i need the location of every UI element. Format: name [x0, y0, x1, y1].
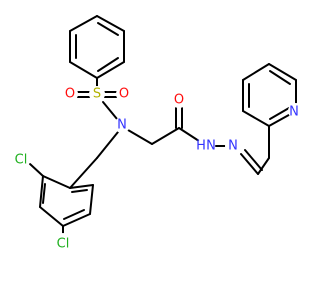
atom-labels: S O O N O H N [10, 86, 300, 253]
molecule-diagram: S O O N O H N [10, 15, 300, 253]
bond [97, 57, 119, 72]
bond [257, 157, 270, 175]
bond [69, 61, 98, 79]
atom-n-pyridine: N [288, 103, 300, 120]
atom-o-left: O [62, 86, 78, 102]
bond [127, 129, 153, 145]
atom-label-o-right: O [119, 87, 129, 102]
bonds [29, 15, 297, 237]
atom-label-s: S [93, 87, 101, 102]
bond [69, 15, 98, 32]
bond [96, 61, 125, 79]
atom-label-o-left: O [65, 87, 75, 102]
bond [69, 184, 94, 189]
atom-cl-top: Cl [10, 150, 30, 170]
bond [69, 157, 98, 189]
bond [268, 63, 297, 81]
atom-label-n-sulfonamide: N [117, 118, 127, 133]
bond [244, 149, 263, 171]
atom-label-cl-bottom: Cl [57, 237, 70, 252]
bond [97, 22, 119, 36]
bond [39, 206, 64, 227]
atom-label-n-hydrazide: N [206, 139, 216, 154]
atom-n-imine: N [225, 138, 241, 154]
bond [63, 209, 85, 220]
bond [29, 163, 44, 177]
bond [240, 153, 259, 175]
bond [151, 127, 180, 145]
atom-label-o-carbonyl: O [174, 93, 184, 108]
atom-n-hydrazide: H N [196, 137, 216, 155]
bond [71, 189, 88, 193]
atom-label-n-imine: N [228, 139, 238, 154]
bond [102, 101, 118, 120]
bond [269, 70, 291, 85]
atom-label-hn-hydrazide: H [196, 139, 206, 154]
bond [269, 107, 290, 120]
molecule-structure: S O O N O H N [10, 15, 300, 253]
bond [96, 15, 125, 32]
bond [89, 184, 94, 215]
bond [39, 175, 44, 208]
atom-o-carbonyl: O [171, 92, 187, 108]
atom-label-n-pyridine: N [289, 105, 299, 120]
atom-n-sulfonamide: N [114, 117, 130, 133]
bond [42, 175, 71, 189]
atom-o-right: O [116, 86, 132, 102]
bond [178, 127, 200, 142]
bond [42, 183, 46, 204]
atom-cl-bottom: Cl [53, 233, 73, 253]
bond [96, 131, 119, 159]
atom-label-cl-top: Cl [15, 153, 28, 168]
bond [62, 213, 91, 227]
bond [242, 63, 270, 81]
atom-s: S [89, 86, 105, 102]
bond [242, 110, 270, 127]
